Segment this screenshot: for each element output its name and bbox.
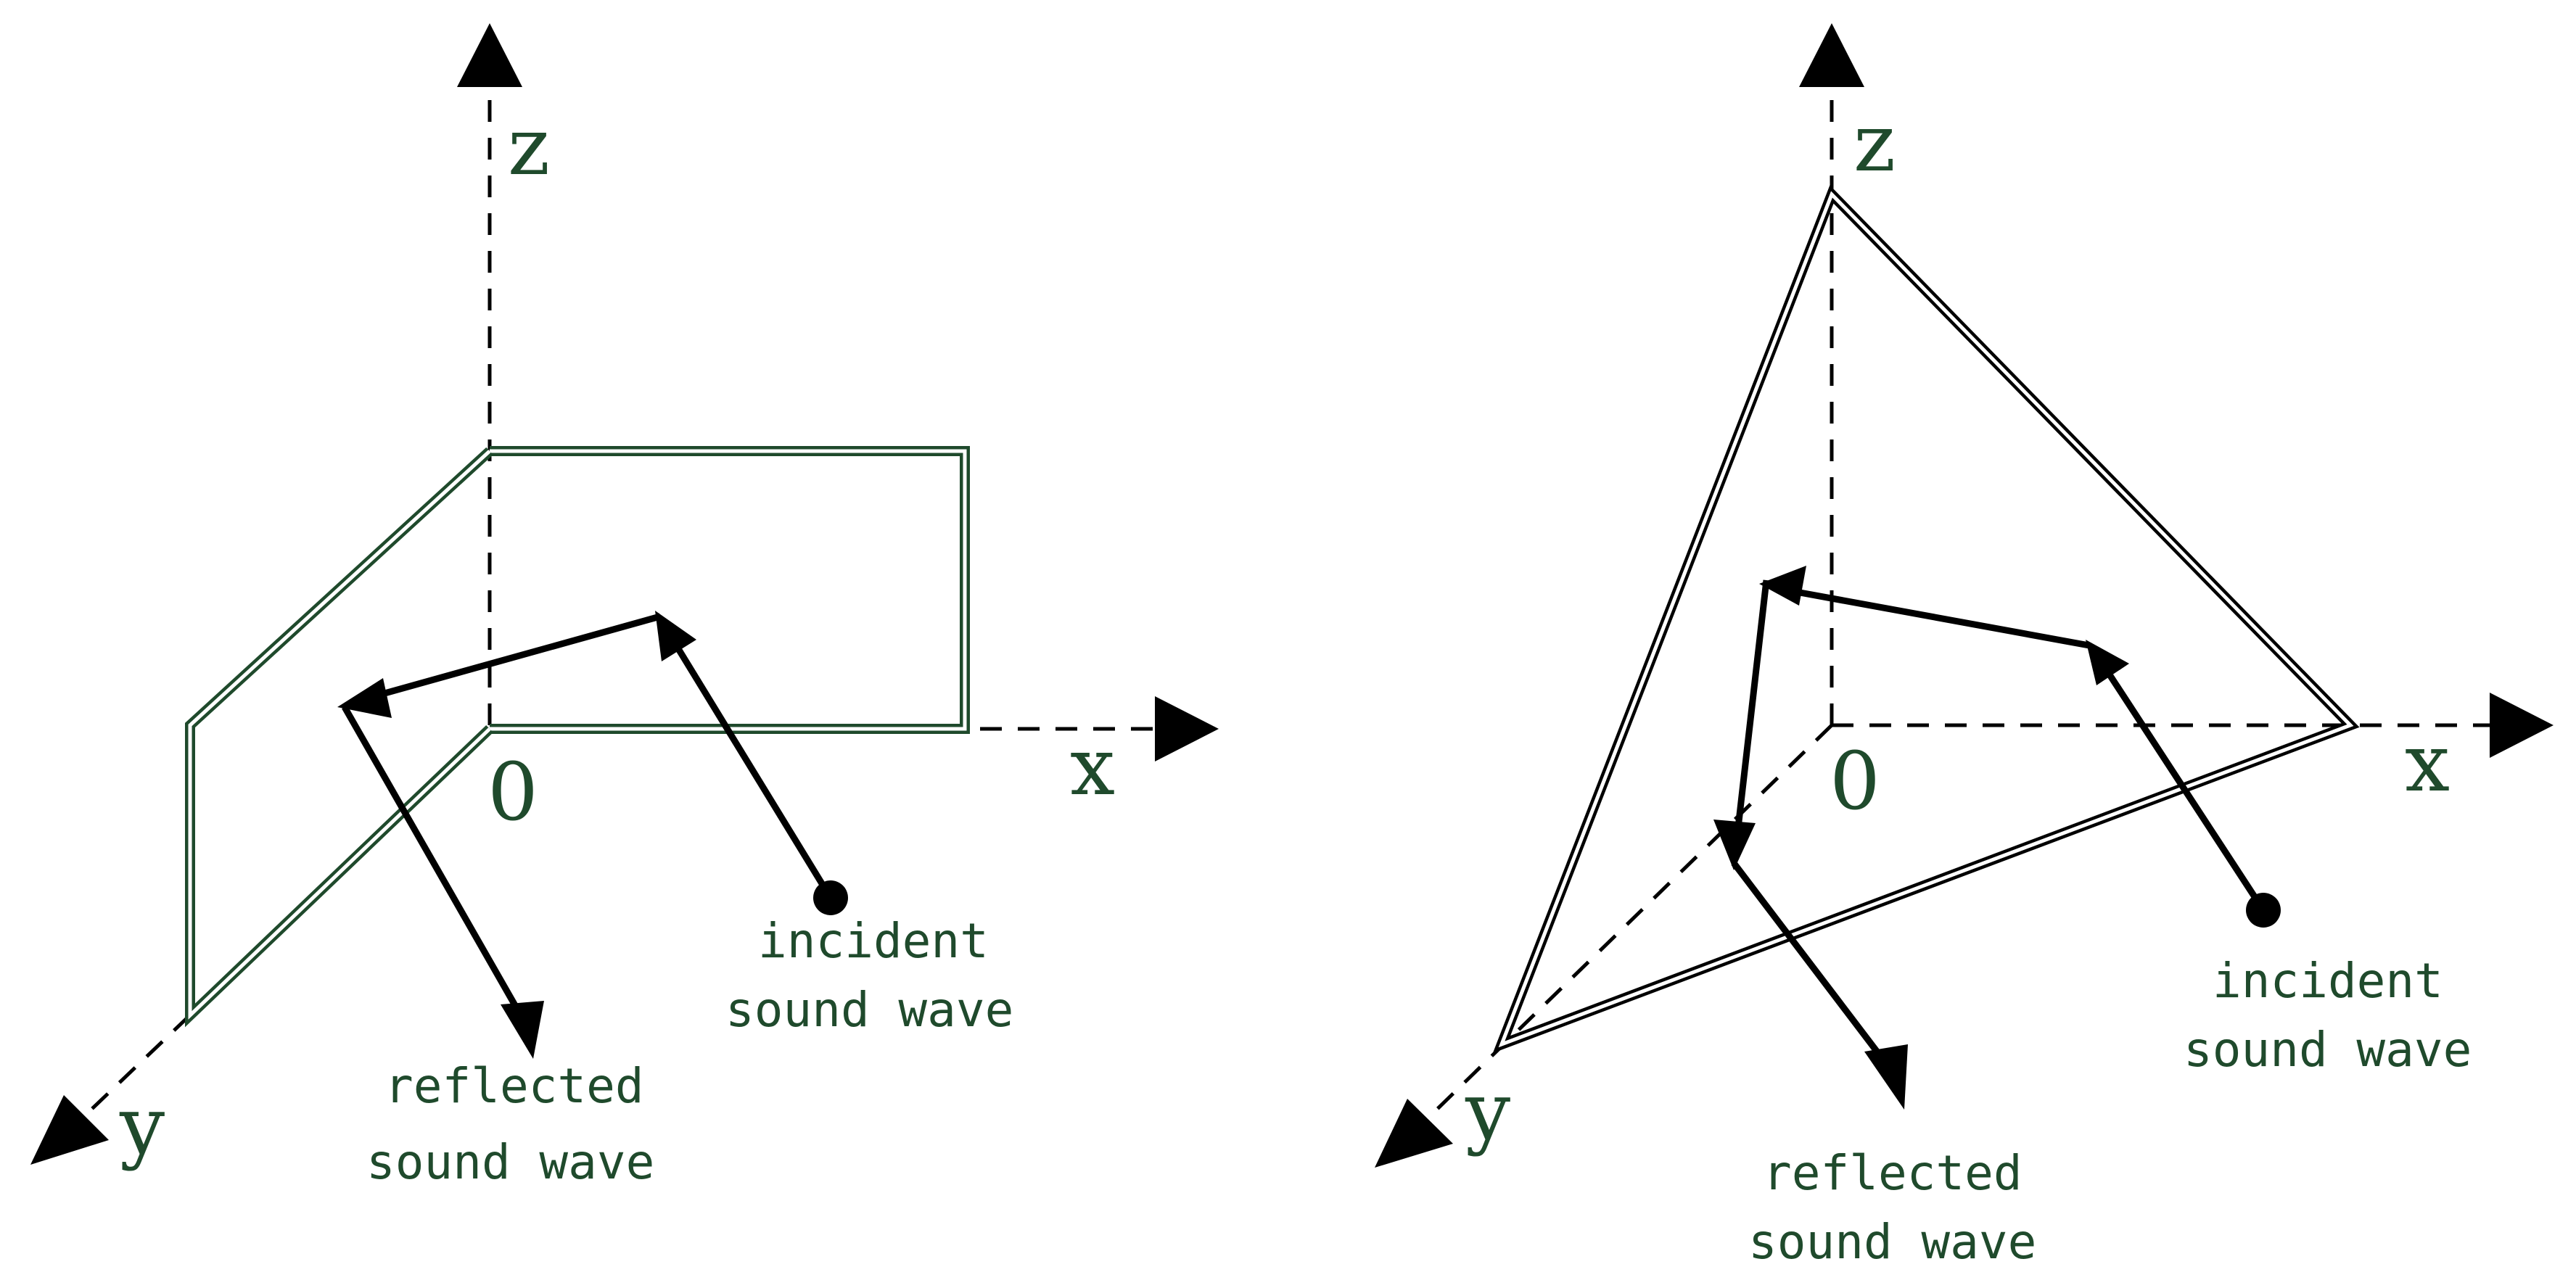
left-wall-xz	[490, 446, 970, 734]
reflected-ray-2-head	[501, 1001, 544, 1059]
reflected-label-line-1: reflected	[384, 1058, 644, 1114]
x-axis-label: x	[2405, 717, 2450, 809]
reflected-ray-2	[1734, 579, 1770, 835]
x-axis-label: x	[1070, 720, 1115, 813]
incident-label-line-1: incident	[758, 913, 989, 969]
incident-ray-head	[2086, 640, 2129, 685]
incident-label-line-2: sound wave	[2184, 1022, 2472, 1078]
reflected-ray-2	[342, 705, 522, 1014]
reflected-label-line-1: reflected	[1763, 1145, 2022, 1201]
reflected-ray-1-head	[1759, 566, 1806, 606]
reflected-ray-3	[1731, 861, 1885, 1061]
y-axis-line	[1424, 724, 1833, 1122]
z-axis-arrowhead	[457, 23, 522, 87]
reflected-ray-1	[1791, 587, 2090, 649]
left-wall-yz	[185, 447, 493, 1028]
z-axis-label: z	[508, 100, 550, 193]
incident-ray-head	[655, 611, 696, 661]
x-axis-arrowhead	[1155, 696, 1219, 761]
y-axis-arrowhead	[30, 1095, 109, 1165]
left-panel: z x y 0 incident sound wave reflected so…	[30, 23, 1219, 1190]
origin-label: 0	[487, 746, 538, 838]
reflected-ray-2-head	[1713, 820, 1756, 870]
reflected-label-line-2: sound wave	[1748, 1214, 2036, 1270]
reflected-ray-1	[365, 613, 662, 702]
x-axis-arrowhead	[2490, 693, 2554, 758]
y-axis-label: y	[1465, 1065, 1510, 1157]
origin-label: 0	[1830, 735, 1880, 827]
reflected-ray-3-head	[1864, 1044, 1908, 1110]
reflected-label-line-2: sound wave	[366, 1134, 654, 1190]
right-panel: z x y 0 incident sound wave reflected so…	[1375, 23, 2554, 1270]
incident-label-line-1: incident	[2213, 953, 2443, 1009]
sound-source-dot	[2246, 893, 2281, 928]
incident-ray	[2101, 664, 2266, 912]
y-axis-arrowhead	[1375, 1099, 1453, 1168]
reflected-ray-1-head	[337, 678, 392, 718]
incident-ray	[664, 626, 834, 900]
y-axis-label: y	[119, 1079, 165, 1172]
z-axis-arrowhead	[1799, 23, 1864, 87]
sound-source-dot	[813, 880, 848, 915]
z-axis-label: z	[1853, 96, 1896, 189]
right-wall-triangle	[1492, 185, 2360, 1054]
incident-label-line-2: sound wave	[725, 982, 1013, 1038]
